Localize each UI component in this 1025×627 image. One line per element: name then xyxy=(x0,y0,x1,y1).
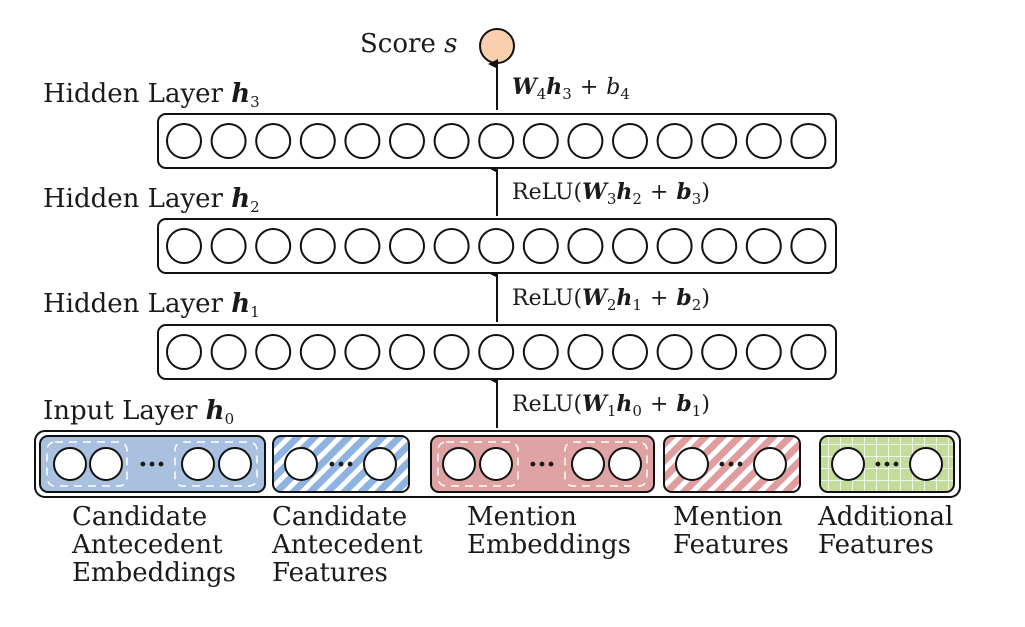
hidden-unit xyxy=(478,228,515,264)
input-unit xyxy=(479,447,513,481)
hidden-unit xyxy=(567,334,604,370)
hidden-layer-3-label: Hidden Layer h3 xyxy=(43,79,260,111)
hidden-unit xyxy=(701,123,738,159)
hidden-unit xyxy=(210,123,247,159)
candidate-emb-dashed-right xyxy=(174,441,258,487)
caption-mention-features: Mention Features xyxy=(673,502,791,560)
hidden-unit xyxy=(344,228,381,264)
hidden-unit xyxy=(612,123,648,159)
input-unit xyxy=(181,447,215,481)
hidden-unit xyxy=(433,123,470,159)
hidden-unit xyxy=(656,123,693,159)
hidden-unit xyxy=(790,123,827,159)
input-unit xyxy=(53,447,87,481)
hidden-layer-3 xyxy=(157,113,837,169)
input-unit xyxy=(442,447,476,481)
hidden-unit xyxy=(255,334,292,370)
hidden-unit xyxy=(478,334,515,370)
ellipsis: ··· xyxy=(327,450,354,480)
hidden-unit xyxy=(299,123,336,159)
input-layer-label: Input Layer h0 xyxy=(43,396,234,428)
output-label: Score s xyxy=(360,29,457,59)
hidden-unit xyxy=(344,123,381,159)
input-unit xyxy=(831,447,865,481)
input-unit xyxy=(284,447,318,481)
hidden-unit xyxy=(612,228,648,264)
hidden-unit xyxy=(790,334,827,370)
mention-features-group: ··· xyxy=(663,435,801,493)
candidate-antecedent-features-group: ··· xyxy=(272,435,410,493)
hidden-unit xyxy=(210,334,247,370)
hidden-unit xyxy=(745,228,782,264)
ellipsis: ··· xyxy=(138,450,165,480)
hidden-unit xyxy=(790,228,827,264)
hidden-unit xyxy=(344,334,381,370)
caption-mention-embeddings: Mention Embeddings xyxy=(467,502,631,560)
output: Score s xyxy=(360,28,515,64)
hidden-unit xyxy=(701,334,738,370)
input-unit xyxy=(218,447,252,481)
input-unit xyxy=(608,447,642,481)
hidden-unit xyxy=(567,123,604,159)
hidden-unit xyxy=(255,228,292,264)
ellipsis: ··· xyxy=(873,450,900,480)
hidden-unit xyxy=(522,123,559,159)
hidden-unit xyxy=(389,228,425,264)
hidden-unit xyxy=(522,228,559,264)
hidden-unit xyxy=(389,123,425,159)
hidden-layer-1 xyxy=(157,324,837,380)
hidden-unit xyxy=(522,334,559,370)
hidden-unit xyxy=(656,228,693,264)
candidate-antecedent-embeddings-box xyxy=(39,435,266,493)
additional-features-group: ··· xyxy=(819,435,955,493)
candidate-emb-dashed-left xyxy=(46,441,128,487)
ellipsis: ··· xyxy=(717,450,744,480)
equation-w2: ReLU(W2h1+b2) xyxy=(512,285,710,314)
hidden-unit xyxy=(210,228,247,264)
input-unit xyxy=(363,447,397,481)
hidden-unit xyxy=(166,123,202,159)
equation-w4: W4h3+b4 xyxy=(512,74,630,103)
input-unit xyxy=(675,447,709,481)
hidden-unit xyxy=(656,334,693,370)
hidden-unit xyxy=(299,228,336,264)
hidden-unit xyxy=(478,123,515,159)
equation-w1: ReLU(W1h0+b1) xyxy=(512,391,710,420)
hidden-unit xyxy=(701,228,738,264)
mention-emb-dashed-right xyxy=(564,441,648,487)
candidate-antecedent-embeddings-group: ··· xyxy=(39,435,266,493)
mention-emb-dashed-left xyxy=(437,441,519,487)
hidden-unit xyxy=(745,334,782,370)
hidden-unit xyxy=(255,123,292,159)
caption-candidate-antecedent-embeddings: Candidate Antecedent Embeddings xyxy=(71,502,236,588)
caption-candidate-antecedent-features: Candidate Antecedent Features xyxy=(271,502,431,588)
hidden-unit xyxy=(166,228,202,264)
score-node xyxy=(479,28,515,64)
hidden-unit xyxy=(612,334,648,370)
equation-w3: ReLU(W3h2+b3) xyxy=(512,179,710,208)
hidden-layer-2-label: Hidden Layer h2 xyxy=(43,184,260,216)
input-unit xyxy=(571,447,605,481)
hidden-unit xyxy=(299,334,336,370)
input-unit xyxy=(753,447,787,481)
input-unit xyxy=(89,447,123,481)
hidden-layer-2 xyxy=(157,218,837,274)
hidden-unit xyxy=(433,334,470,370)
mention-embeddings-group: ··· xyxy=(430,435,655,493)
hidden-layer-1-label: Hidden Layer h1 xyxy=(43,289,260,321)
hidden-unit xyxy=(433,228,470,264)
hidden-unit xyxy=(745,123,782,159)
hidden-unit xyxy=(567,228,604,264)
hidden-unit xyxy=(166,334,202,370)
ellipsis: ··· xyxy=(528,450,555,480)
input-unit xyxy=(909,447,943,481)
caption-additional-features: Additional Features xyxy=(817,502,962,560)
hidden-unit xyxy=(389,334,425,370)
